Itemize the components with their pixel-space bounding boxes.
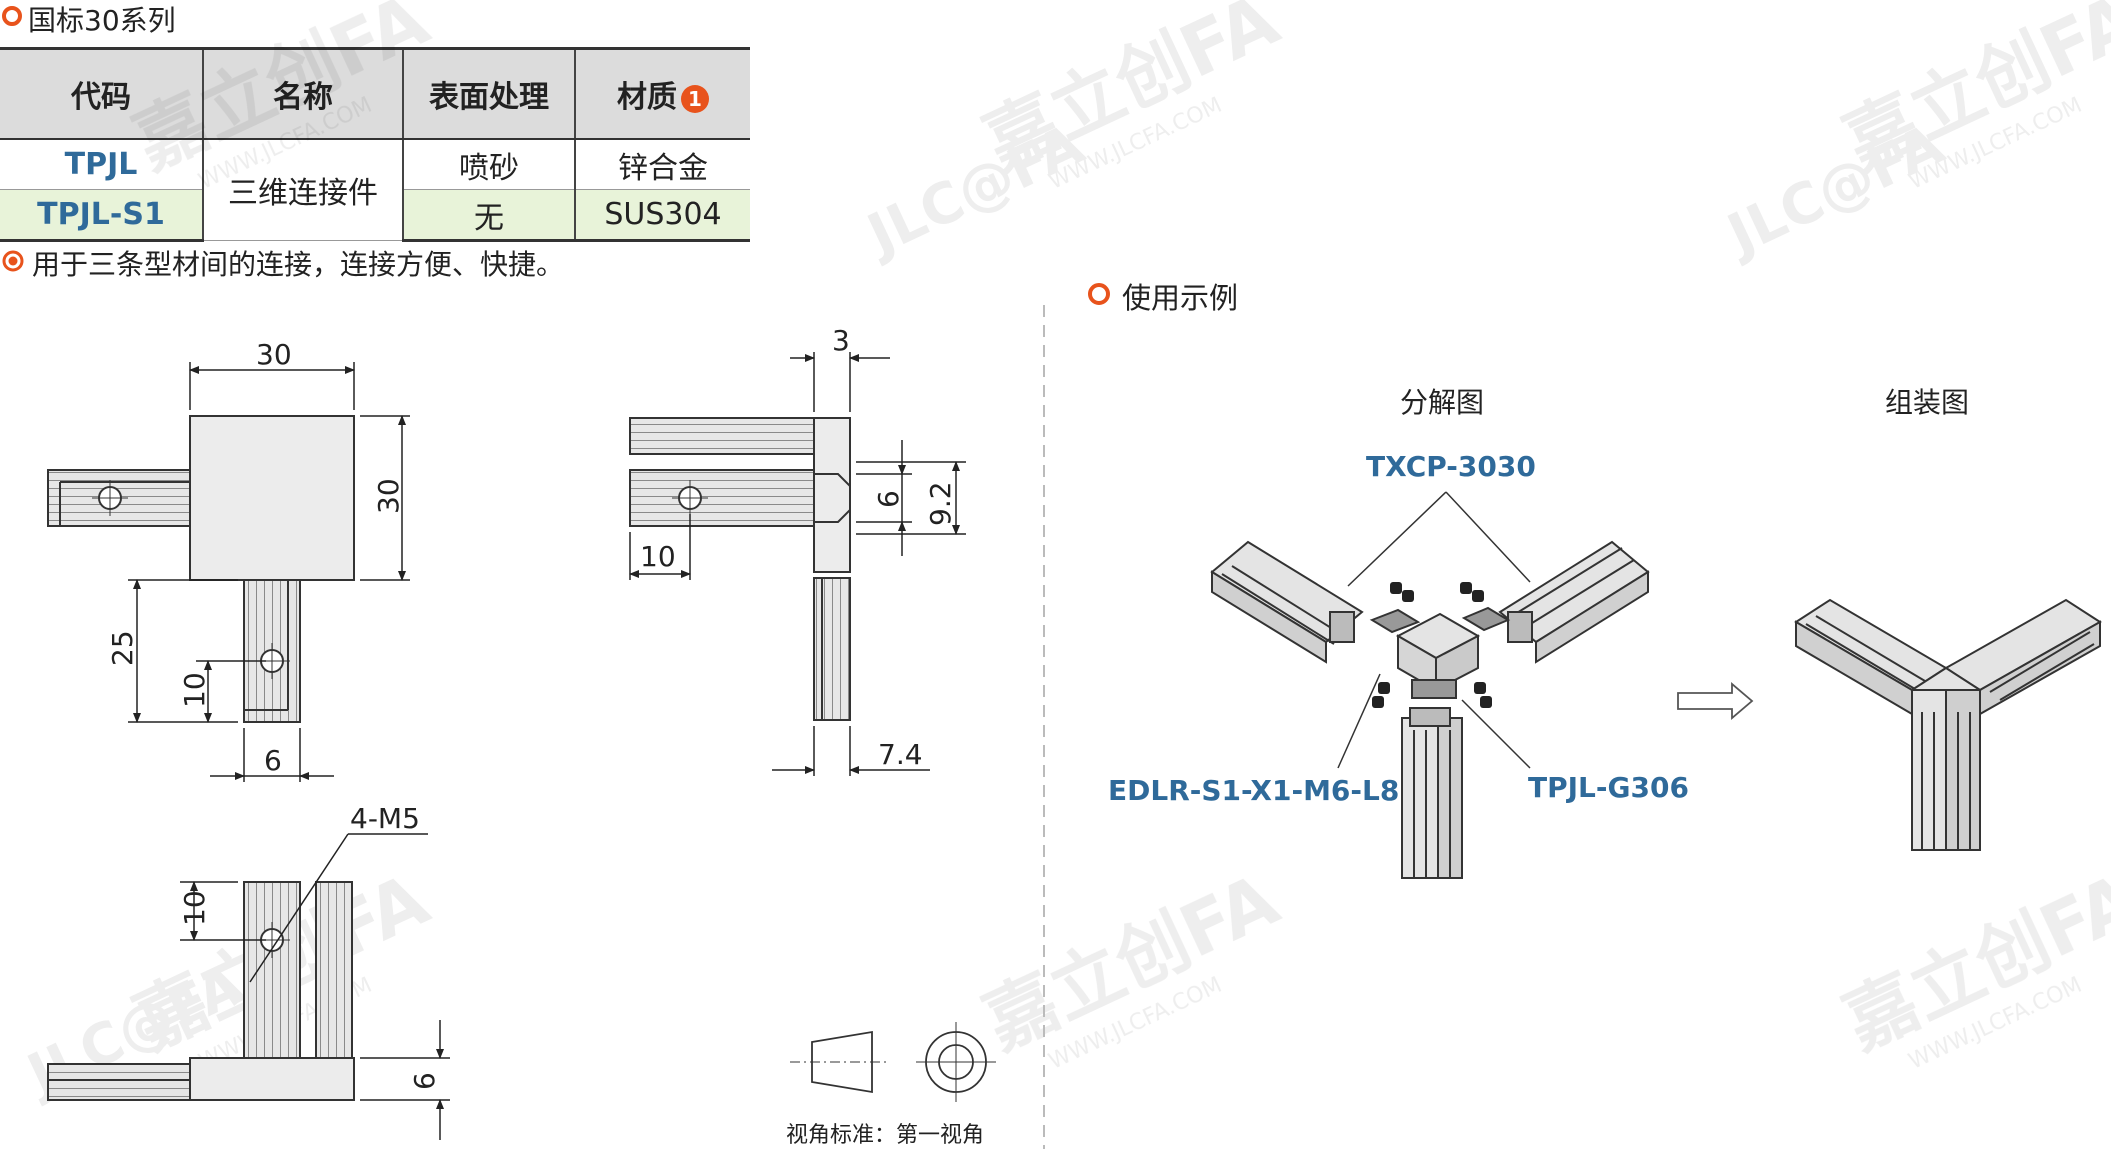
row-surface: 喷砂 — [402, 139, 575, 190]
exploded-view — [1210, 540, 1650, 879]
dim-side-hole-depth: 6 — [872, 490, 905, 508]
row-name: 三维连接件 — [202, 139, 403, 241]
exploded-view-title: 分解图 — [1400, 386, 1485, 419]
dim-bottom-thread: 4-M5 — [350, 802, 420, 835]
callout-right-label: TPJL-G306 — [1528, 771, 1689, 804]
dim-side-top-thickness: 3 — [832, 324, 850, 357]
view-standard-label: 视角标准：第一视角 — [786, 1123, 984, 1148]
material-note-badge: 1 — [681, 84, 709, 113]
dim-front-hole-offset: 10 — [178, 672, 211, 708]
row-material: SUS304 — [574, 189, 750, 242]
header-name: 名称 — [202, 47, 403, 140]
description-bullet-icon — [2, 250, 24, 272]
usage-title: 使用示例 — [1122, 281, 1239, 315]
dim-front-leg-width: 6 — [264, 744, 282, 777]
dim-front-leg-length: 25 — [106, 630, 139, 666]
first-angle-projection-symbol — [790, 1022, 996, 1102]
dim-side-bottom-thickness: 7.4 — [878, 738, 923, 771]
section-title-bullet-icon — [2, 6, 22, 26]
dim-front-width: 30 — [256, 338, 292, 371]
header-surface: 表面处理 — [402, 47, 575, 140]
front-view-dimensions — [128, 362, 410, 782]
dim-front-height: 30 — [372, 478, 405, 514]
bottom-view-labels: 4-M5 10 6 — [178, 802, 441, 1090]
bottom-view — [47, 881, 355, 1101]
dim-bottom-leg-width: 6 — [408, 1072, 441, 1090]
table-row: TPJL 三维连接件 喷砂 锌合金 — [0, 139, 750, 241]
front-view-labels: 30 30 25 10 6 — [106, 338, 405, 777]
description-text: 用于三条型材间的连接，连接方便、快捷。 — [32, 248, 565, 281]
usage-title-bullet-icon — [1088, 283, 1110, 305]
bottom-view-dimensions — [180, 833, 450, 1140]
callout-top-label: TXCP-3030 — [1366, 450, 1536, 483]
dim-side-hole-offset: 10 — [640, 540, 676, 573]
header-code: 代码 — [0, 47, 203, 140]
callout-left-label: EDLR-S1-X1-M6-L8 — [1108, 774, 1399, 807]
assembled-view — [1794, 598, 2102, 851]
dim-bottom-hole-offset: 10 — [178, 890, 211, 926]
dim-side-total-height: 9.2 — [924, 481, 957, 526]
row-surface: 无 — [402, 189, 575, 242]
assembled-view-title: 组装图 — [1885, 386, 1970, 419]
callout-leaders — [1337, 491, 1531, 769]
side-view-dimensions — [629, 352, 966, 776]
table-row: TPJL-S1 无 SUS304 — [0, 189, 750, 242]
side-view-labels: 3 6 9.2 10 7.4 — [640, 324, 957, 771]
row-material: 锌合金 — [574, 139, 750, 190]
exploded-hardware — [1372, 582, 1492, 708]
arrow-right-icon — [1677, 682, 1754, 720]
row-code: TPJL-S1 — [0, 189, 203, 242]
section-title: 国标30系列 — [28, 4, 176, 37]
header-material-label: 材质 — [617, 80, 677, 115]
side-view — [629, 417, 851, 721]
front-view — [47, 415, 355, 723]
row-code: TPJL — [0, 139, 203, 190]
